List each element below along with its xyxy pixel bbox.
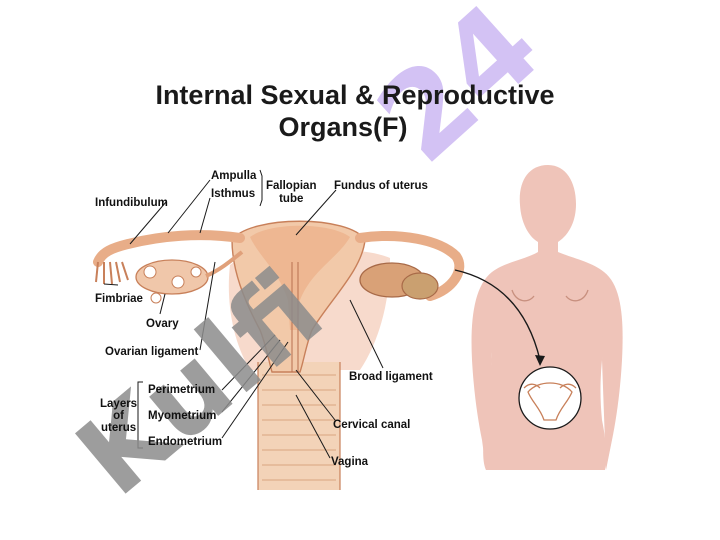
label-fimbriae: Fimbriae [95,293,143,305]
label-layers-of-uterus: Layers of uterus [100,398,138,434]
label-broad-ligament: Broad ligament [349,371,433,383]
title-line-1: Internal Sexual & Reproductive [155,80,555,110]
uterus-inset-circle [518,366,582,430]
label-myometrium: Myometrium [148,410,217,422]
title-line-2: Organs(F) [278,112,408,142]
label-isthmus: Isthmus [211,188,256,200]
label-perimetrium: Perimetrium [148,384,216,396]
label-ovarian-ligament: Ovarian ligament [105,346,199,358]
label-vagina: Vagina [331,456,369,468]
label-fundus-of-uterus: Fundus of uterus [334,180,428,192]
uterus-illustration [93,220,465,490]
callout-lines [103,169,384,459]
label-endometrium: Endometrium [148,436,223,448]
breast-outlines [511,289,589,302]
label-cervical-canal: Cervical canal [333,419,411,431]
label-infundibulum: Infundibulum [95,197,168,209]
label-fallopian-tube: Fallopian tube [266,180,317,205]
label-ovary: Ovary [146,318,179,330]
label-ampulla: Ampulla [211,170,257,182]
pointer-arrow [454,269,541,361]
